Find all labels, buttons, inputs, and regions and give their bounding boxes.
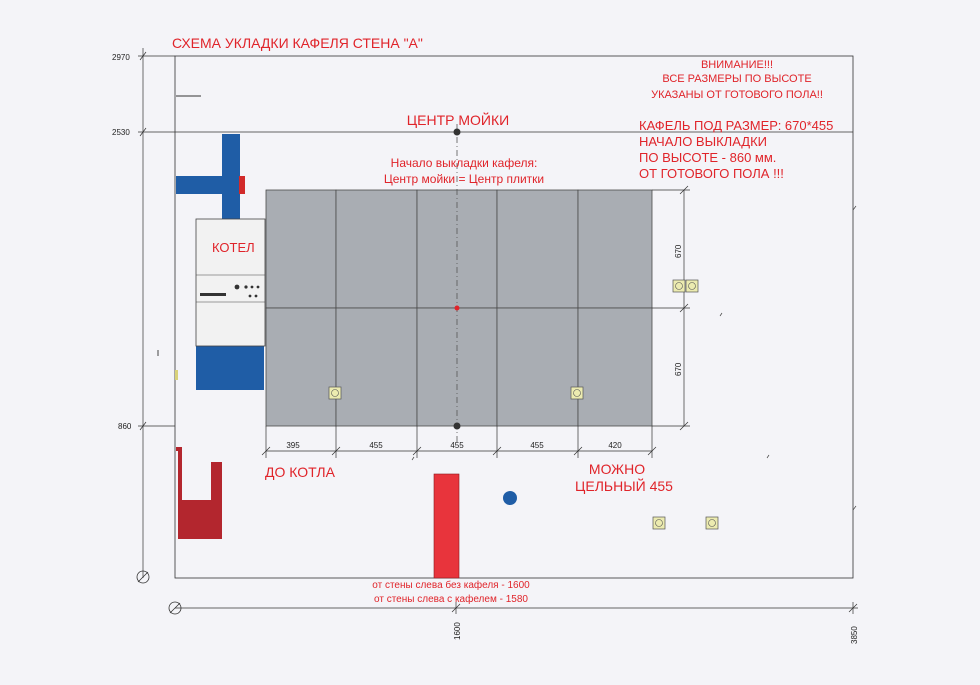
tile-size-line-2: НАЧАЛО ВЫКЛАДКИ	[639, 134, 767, 149]
tile	[496, 307, 579, 427]
warning-line-2: ВСЕ РАЗМЕРЫ ПО ВЫСОТЕ	[662, 73, 811, 85]
column-width-5: 420	[608, 441, 622, 450]
solid-note-line-1: МОЖНО	[589, 461, 645, 477]
boiler-label: КОТЕЛ	[212, 240, 255, 255]
origin-marker-bottom	[168, 601, 182, 615]
height-mark-2970: 2970	[112, 53, 130, 62]
diagram-title: СХЕМА УКЛАДКИ КАФЕЛЯ СТЕНА "А"	[172, 35, 423, 51]
height-mark-860: 860	[118, 422, 132, 431]
row-height-2: 670	[674, 362, 683, 376]
row-dimension-line	[652, 185, 690, 431]
socket-icon	[328, 386, 342, 400]
tile	[496, 189, 579, 309]
width-ticks	[451, 602, 858, 614]
column-width-3: 455	[450, 441, 464, 450]
blue-pipes	[176, 134, 264, 390]
tile-size-line-1: КАФЕЛЬ ПОД РАЗМЕР: 670*455	[639, 118, 833, 133]
socket-icon	[685, 279, 699, 293]
height-mark-2530: 2530	[112, 128, 130, 137]
sink-center-label: ЦЕНТР МОЙКИ	[407, 111, 509, 128]
wall-note-line-2: от стены слева с кафелем - 1580	[374, 593, 528, 605]
tile-size-line-3: ПО ВЫСОТЕ - 860 мм.	[639, 150, 776, 165]
center-markers	[453, 128, 461, 430]
warning-line-3: УКАЗАНЫ ОТ ГОТОВОГО ПОЛА!!	[651, 89, 823, 101]
drain-pipe	[433, 473, 460, 579]
wall-outline	[174, 55, 854, 579]
origin-marker-left	[136, 570, 150, 584]
tile	[577, 189, 653, 309]
tile	[416, 189, 498, 309]
red-valve	[239, 176, 245, 194]
column-dimension-line	[261, 426, 657, 458]
socket-icon	[652, 516, 666, 530]
socket-icon	[705, 516, 719, 530]
wall-note-line-1: от стены слева без кафеля - 1600	[372, 579, 530, 591]
socket-icon	[672, 279, 686, 293]
tile	[265, 189, 337, 309]
tile	[577, 307, 653, 427]
column-width-1: 395	[286, 441, 300, 450]
bottom-mark-3850: 3850	[850, 626, 859, 644]
start-note-line-2: Центр мойки = Центр плитки	[384, 172, 544, 186]
solid-note-line-2: ЦЕЛЬНЫЙ 455	[575, 477, 673, 494]
red-pipes	[176, 447, 222, 539]
wall-fixture-marker	[175, 370, 178, 380]
column-width-2: 455	[369, 441, 383, 450]
bottom-mark-1600: 1600	[453, 622, 462, 640]
tile-size-line-4: ОТ ГОТОВОГО ПОЛА !!!	[639, 166, 784, 181]
warning-line-1: ВНИМАНИЕ!!!	[701, 59, 773, 71]
boiler-controls	[200, 284, 260, 298]
water-outlet	[503, 491, 517, 505]
tile	[335, 189, 418, 309]
tile	[335, 307, 418, 427]
height-ticks	[138, 51, 853, 431]
tile-grid	[265, 189, 653, 427]
tile	[265, 307, 337, 427]
start-note-line-1: Начало выкладки кафеля:	[391, 156, 538, 170]
boiler-body	[195, 218, 266, 347]
row-height-1: 670	[674, 244, 683, 258]
to-boiler-label: ДО КОТЛА	[265, 464, 336, 480]
socket-icon	[570, 386, 584, 400]
column-width-4: 455	[530, 441, 544, 450]
